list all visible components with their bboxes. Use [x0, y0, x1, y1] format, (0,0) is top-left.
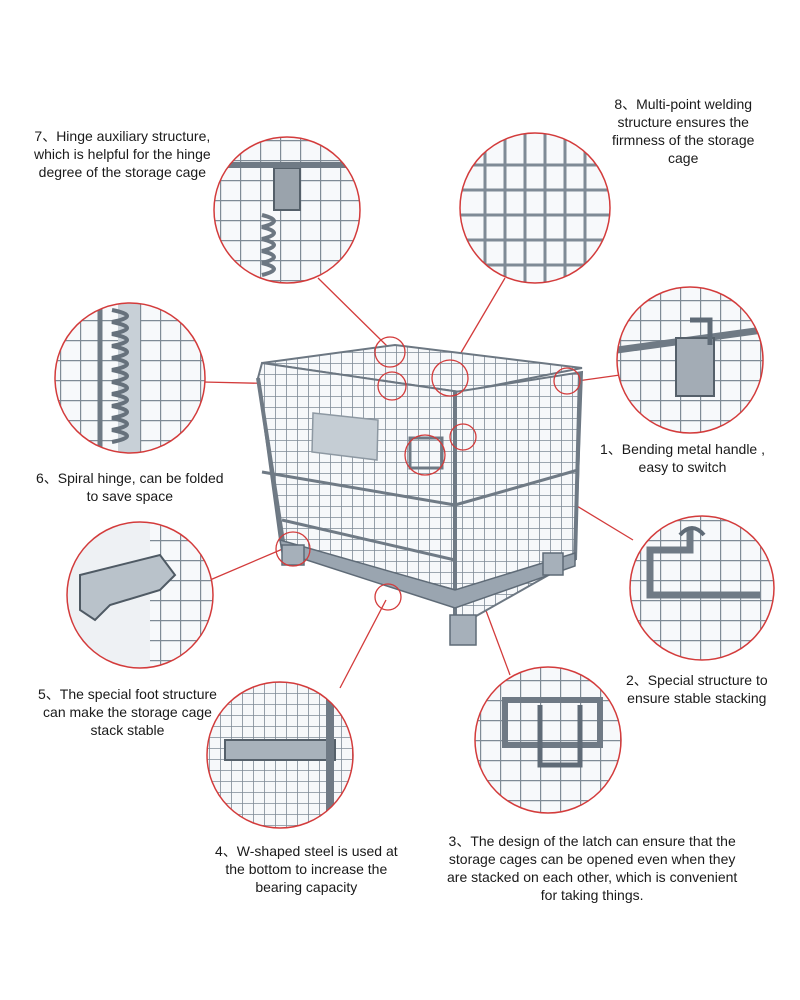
callout-8-welding: 8、Multi-point welding structure ensures … — [612, 95, 754, 167]
callout-line: for taking things. — [540, 887, 644, 903]
callout-line: structure ensures the — [617, 114, 749, 130]
callout-line: stack stable — [90, 722, 165, 738]
marker-3 — [404, 434, 446, 476]
callout-line: firmness of the storage — [612, 132, 755, 148]
callout-6-spiral-hinge: 6、Spiral hinge, can be folded to save sp… — [36, 469, 224, 505]
callout-line: 1、Bending metal handle , — [600, 441, 765, 457]
callout-line: degree of the storage cage — [38, 164, 206, 180]
callout-line: bearing capacity — [255, 879, 358, 895]
leader-line-5 — [209, 547, 286, 581]
marker-1 — [553, 367, 581, 395]
detail-circle-8-welding — [459, 132, 611, 284]
callout-line: the bottom to increase the — [225, 861, 388, 877]
callout-7-hinge-auxiliary: 7、Hinge auxiliary structure, which is he… — [34, 127, 211, 181]
callout-line: cage — [668, 150, 699, 166]
callout-line: 7、Hinge auxiliary structure, — [34, 128, 211, 144]
callout-2-stacking-structure: 2、Special structure to ensure stable sta… — [626, 671, 768, 707]
callout-line: 2、Special structure to — [626, 672, 768, 688]
detail-circle-3-latch — [474, 666, 622, 814]
marker-4 — [374, 583, 402, 611]
callout-line: which is helpful for the hinge — [34, 146, 211, 162]
detail-markers — [275, 336, 581, 611]
marker-7 — [374, 336, 406, 368]
callout-line: ensure stable stacking — [627, 690, 767, 706]
detail-circle-4-w-shaped-steel — [206, 681, 354, 829]
callout-3-latch: 3、The design of the latch can ensure tha… — [447, 832, 737, 904]
leader-line-7 — [317, 277, 389, 348]
callout-line: 5、The special foot structure — [38, 686, 217, 702]
detail-circle-1-metal-handle — [616, 286, 764, 434]
marker-2 — [449, 423, 477, 451]
callout-1-metal-handle: 1、Bending metal handle , easy to switch — [600, 440, 765, 476]
leader-line-4 — [339, 599, 387, 689]
callout-line: storage cages can be opened even when th… — [448, 851, 736, 867]
callout-5-foot-structure: 5、The special foot structure can make th… — [38, 685, 217, 739]
callout-line: easy to switch — [638, 459, 727, 475]
callout-line: 3、The design of the latch can ensure tha… — [448, 833, 736, 849]
detail-circle-2-stacking-structure — [629, 515, 775, 661]
callout-line: 4、W-shaped steel is used at — [215, 843, 398, 859]
detail-circle-6-spiral-hinge — [54, 302, 206, 454]
detail-circle-7-hinge-auxiliary — [213, 136, 361, 284]
storage-cage — [256, 343, 584, 646]
callout-line: to save space — [86, 488, 173, 504]
callout-line: 6、Spiral hinge, can be folded — [36, 470, 224, 486]
marker-8 — [431, 359, 469, 397]
marker-6 — [377, 371, 407, 401]
detail-circle-5-foot-structure — [66, 521, 214, 669]
callout-line: are stacked on each other, which is conv… — [447, 869, 738, 885]
marker-5 — [275, 531, 311, 567]
callout-line: 8、Multi-point welding — [614, 96, 753, 112]
callout-4-w-shaped-steel: 4、W-shaped steel is used at the bottom t… — [215, 842, 398, 896]
callout-line: can make the storage cage — [43, 704, 212, 720]
